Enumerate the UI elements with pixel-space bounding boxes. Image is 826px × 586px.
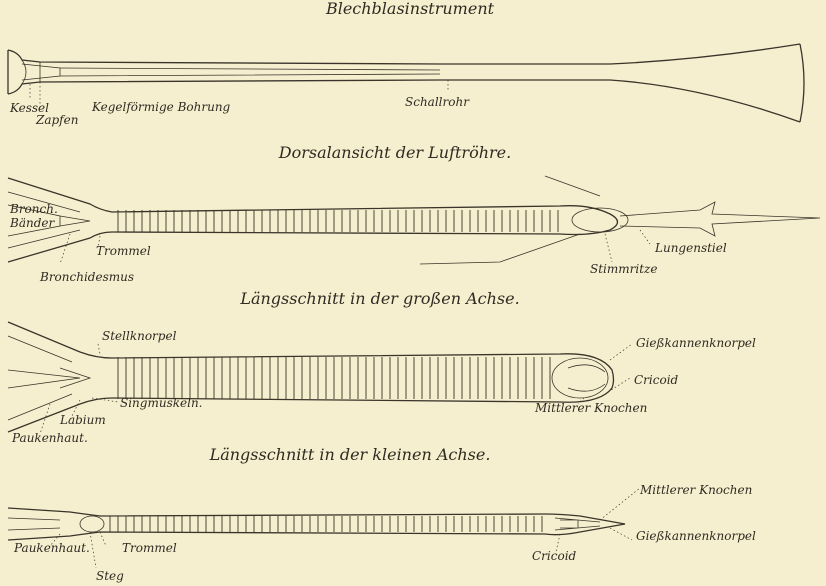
- label-lungenstiel: Lungenstiel: [654, 241, 727, 255]
- label-paukenhaut-large: Paukenhaut.: [11, 431, 88, 445]
- label-singmuskeln: Singmuskeln.: [120, 396, 203, 410]
- title-brass-instrument: Blechblasinstrument: [325, 0, 495, 18]
- title-small-axis-section: Längsschnitt in der kleinen Achse.: [209, 445, 491, 464]
- large-axis-cartilage-rings: [118, 357, 550, 399]
- small-axis-cartilage-rings: [110, 516, 542, 532]
- label-bronchidesmus: Bronchidesmus: [39, 270, 134, 284]
- label-baender: Bänder: [9, 216, 55, 230]
- label-mittlerer-knochen-small: Mittlerer Knochen: [639, 483, 752, 497]
- label-zapfen: Zapfen: [35, 113, 78, 127]
- small-axis-section-figure: Längsschnitt in der kleinen Achse. Pauke…: [8, 445, 756, 583]
- title-dorsal-view: Dorsalansicht der Luftröhre.: [278, 143, 511, 162]
- label-trommel-dorsal: Trommel: [96, 244, 151, 258]
- label-steg: Steg: [96, 569, 124, 583]
- label-stellknorpel: Stellknorpel: [102, 329, 177, 343]
- label-trommel-small: Trommel: [122, 541, 177, 555]
- label-mittlerer-knochen-large: Mittlerer Knochen: [534, 401, 647, 415]
- label-cricoid-small: Cricoid: [532, 549, 577, 563]
- label-kegelfoermige-bohrung: Kegelförmige Bohrung: [91, 100, 231, 114]
- label-paukenhaut-small: Paukenhaut.: [13, 541, 90, 555]
- label-cricoid-large: Cricoid: [634, 373, 679, 387]
- large-axis-section-figure: Längsschnitt in der großen Achse. Stellk…: [8, 289, 756, 445]
- dorsal-cartilage-rings: [118, 210, 558, 232]
- title-large-axis-section: Längsschnitt in der großen Achse.: [239, 289, 519, 308]
- label-giesskannenknorpel-large: Gießkannenknorpel: [636, 336, 756, 350]
- label-labium: Labium: [59, 413, 106, 427]
- label-schallrohr: Schallrohr: [405, 95, 470, 109]
- dorsal-view-figure: Dorsalansicht der Luftröhre. Bronch. Bän…: [8, 143, 820, 284]
- label-giesskannenknorpel-small: Gießkannenknorpel: [636, 529, 756, 543]
- brass-instrument-figure: Blechblasinstrument Kessel Zapfen Kegelf…: [8, 0, 804, 127]
- label-bronch: Bronch.: [9, 202, 58, 216]
- label-stimmritze: Stimmritze: [590, 262, 657, 276]
